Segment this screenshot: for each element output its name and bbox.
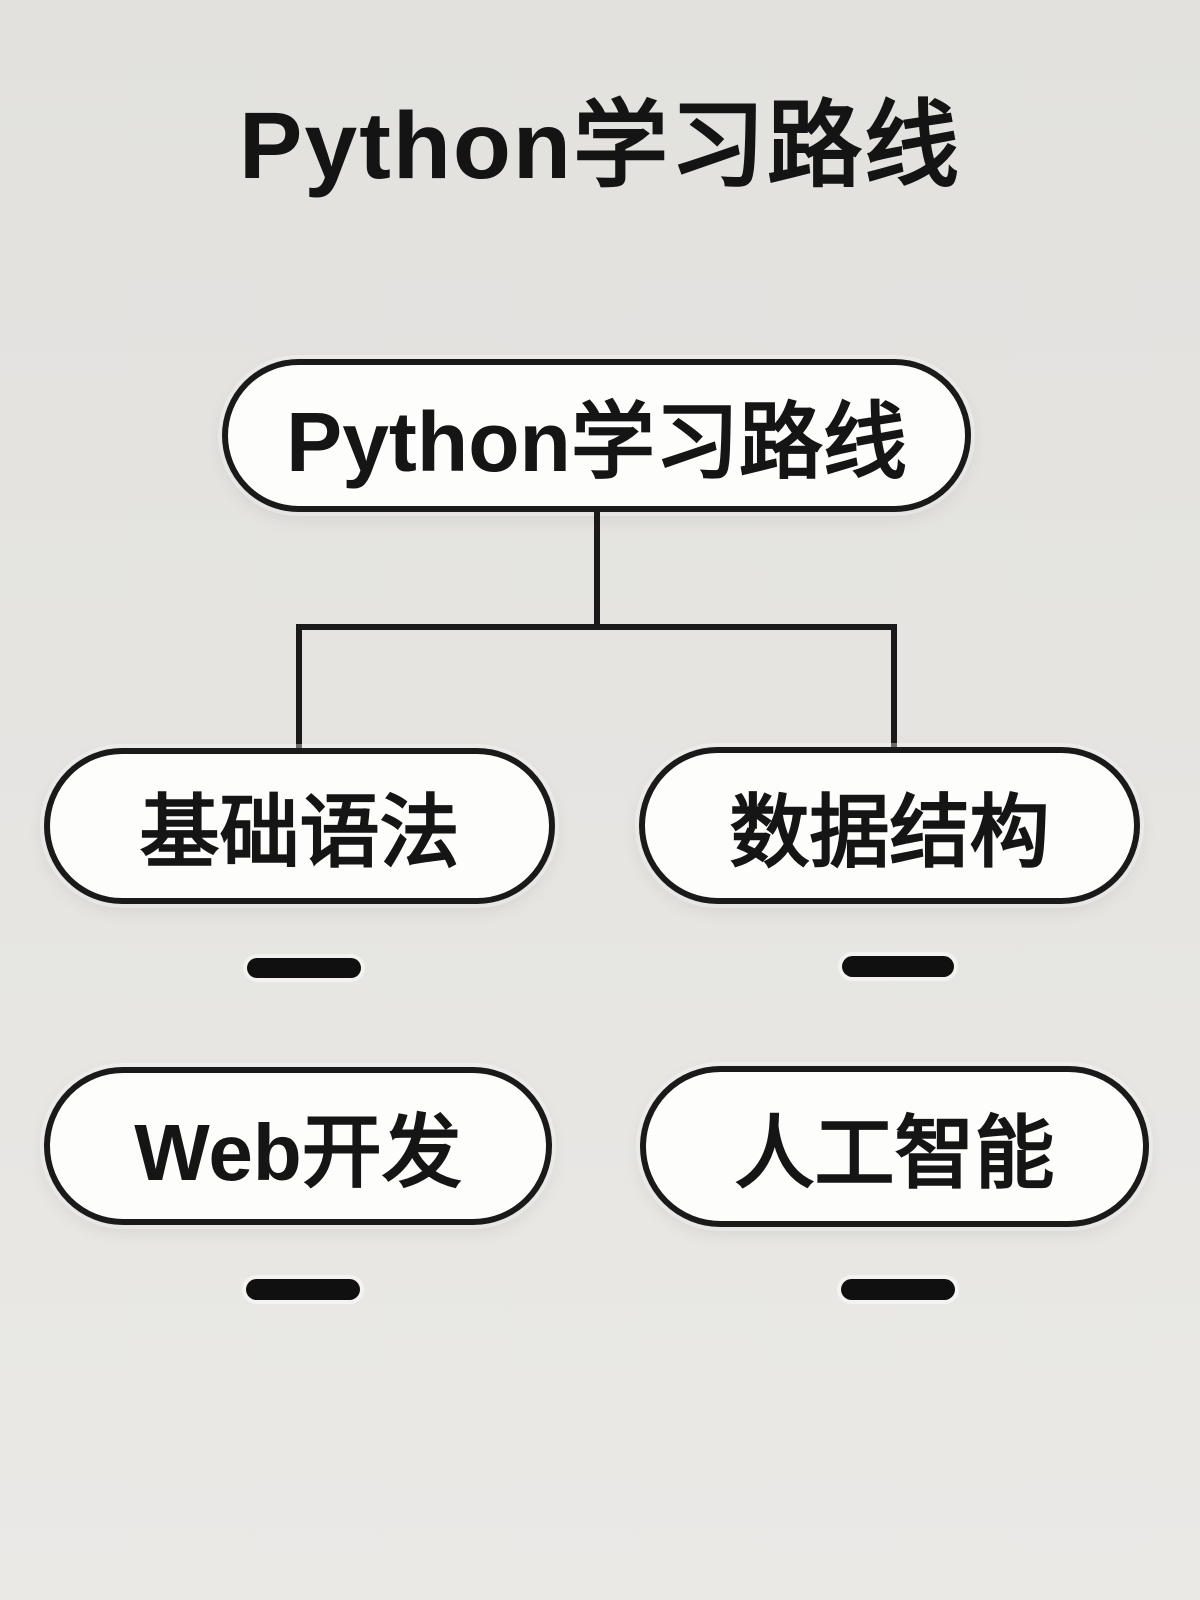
- node-basic-syntax: 基础语法: [44, 748, 555, 904]
- node-web-development-label: Web开发: [134, 1108, 462, 1197]
- node-artificial-intelligence: 人工智能: [640, 1066, 1149, 1227]
- connector-drop-right: [891, 624, 897, 750]
- node-basic-syntax-label: 基础语法: [139, 788, 460, 877]
- node-web-development: Web开发: [44, 1067, 552, 1225]
- node-data-structures: 数据结构: [639, 747, 1140, 904]
- node-root-label: Python学习路线: [286, 395, 907, 489]
- page-title: Python学习路线: [239, 93, 961, 199]
- connector-horizontal-bar: [296, 624, 897, 630]
- dash-marker-web-development: [246, 1279, 360, 1300]
- dash-marker-basic-syntax: [247, 958, 361, 978]
- dash-marker-artificial-intelligence: [841, 1279, 955, 1300]
- node-artificial-intelligence-label: 人工智能: [734, 1108, 1055, 1198]
- node-data-structures-label: 数据结构: [729, 787, 1050, 877]
- connector-root-stem: [594, 510, 600, 628]
- dash-marker-data-structures: [842, 956, 954, 977]
- connector-drop-left: [296, 624, 302, 750]
- node-root: Python学习路线: [222, 359, 971, 512]
